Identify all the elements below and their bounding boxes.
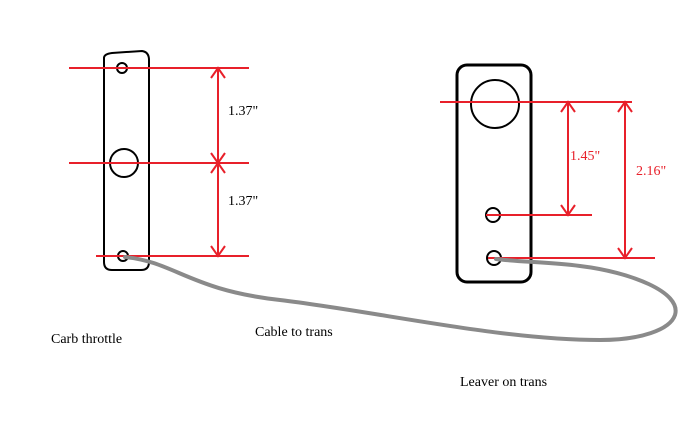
carb-throttle-caption: Carb throttle — [51, 332, 122, 347]
carb-dim-lower-label: 1.37" — [228, 194, 258, 209]
lever-short-arrow-bottom — [560, 204, 576, 217]
carb-arrow-top — [210, 66, 226, 79]
carb-arrow-bottom — [210, 245, 226, 258]
trans-lever-plate — [455, 63, 533, 284]
lever-caption: Leaver on trans — [460, 375, 547, 390]
carb-arrow-mid-up — [210, 161, 226, 174]
cable-caption: Cable to trans — [255, 325, 333, 340]
lever-long-arrow-top — [617, 100, 633, 113]
lever-plate-outline — [455, 63, 533, 284]
carb-dim-upper-label: 1.37" — [228, 104, 258, 119]
carb-throttle-plate — [103, 49, 150, 271]
lever-dimension-lines — [440, 100, 655, 260]
lever-dim-short-label: 1.45" — [570, 149, 600, 164]
lever-short-arrow-top — [560, 100, 576, 113]
lever-pivot-hole — [470, 79, 520, 129]
lever-dim-long-label: 2.16" — [636, 164, 666, 179]
throttle-cable — [123, 255, 678, 343]
carb-dimension-lines — [69, 66, 249, 258]
lever-long-arrow-bottom — [617, 247, 633, 260]
